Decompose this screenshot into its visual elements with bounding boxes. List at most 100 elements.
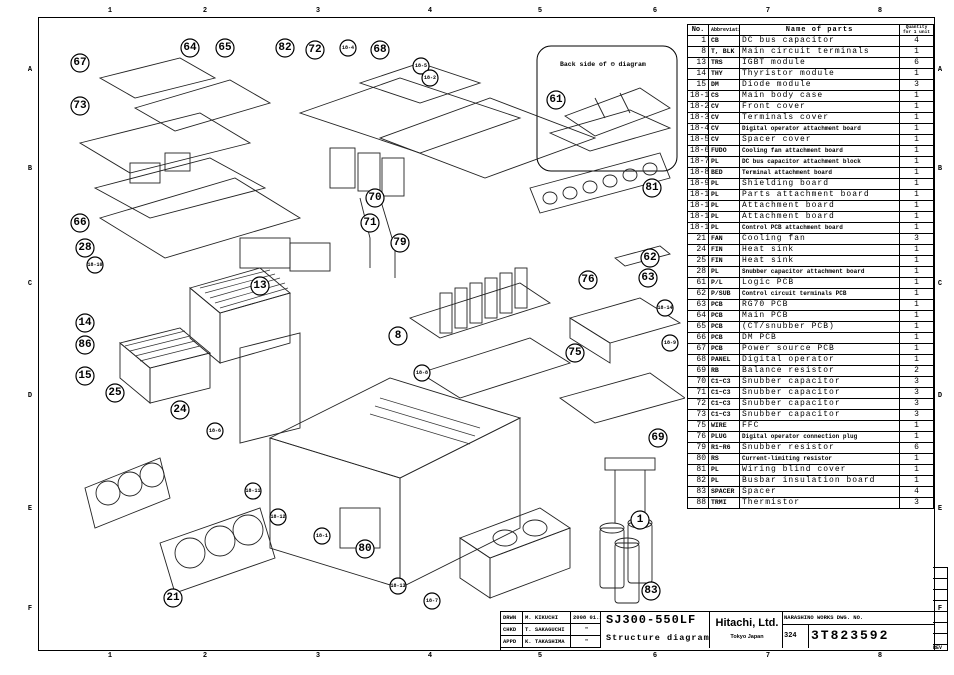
balloon-circle <box>339 39 357 57</box>
part-name: Main PCB <box>739 310 900 322</box>
part-name: Attachment board <box>739 211 900 223</box>
part-abbreviation: DM <box>708 79 740 91</box>
balloon-label: 14 <box>78 317 92 329</box>
balloon-circle <box>578 270 598 290</box>
part-abbreviation: PCB <box>708 343 740 355</box>
part-number: 8 <box>687 46 709 58</box>
balloon-circle <box>75 238 95 258</box>
balloon-circle <box>641 581 661 601</box>
approval-role: DRWN <box>501 612 523 624</box>
igbt-modules <box>408 267 572 399</box>
part-name: Snubber capacitor <box>739 409 900 421</box>
part-quantity: 1 <box>899 156 934 168</box>
part-number: 15 <box>687 79 709 91</box>
frame-tick-top-2: 2 <box>202 7 208 15</box>
balloon-label: 18-5 <box>415 63 427 69</box>
part-name: Snubber capacitor <box>739 387 900 399</box>
part-abbreviation: CV <box>708 123 740 135</box>
part-quantity: 3 <box>899 376 934 388</box>
part-abbreviation: C1~C3 <box>708 387 740 399</box>
balloon-label: 18-1 <box>316 533 328 539</box>
part-abbreviation: PL <box>708 211 740 223</box>
balloon-label: 18-2 <box>424 75 436 81</box>
balloon-circle <box>105 383 125 403</box>
balloon-circle <box>412 57 430 75</box>
part-quantity: 1 <box>899 46 934 58</box>
frame-tick-side-D: D <box>27 392 33 400</box>
part-quantity: 1 <box>899 475 934 487</box>
works-label: NARASHINO WORKS DWG. NO. <box>782 612 934 625</box>
balloon-label: 61 <box>549 94 563 106</box>
inset-box: Back side of ⊖ diagram <box>536 45 678 172</box>
dc-capacitor-block <box>459 507 571 599</box>
balloon-label: 18-8 <box>416 370 428 376</box>
part-number: 14 <box>687 68 709 80</box>
balloon-73: 73 <box>70 96 90 116</box>
part-name: Snubber capacitor <box>739 398 900 410</box>
balloon-65: 65 <box>215 38 235 58</box>
part-abbreviation: C1~C3 <box>708 398 740 410</box>
balloon-18-1: 18-1 <box>313 527 331 545</box>
part-quantity: 1 <box>899 453 934 465</box>
part-name: DC bus capacitor <box>739 35 900 47</box>
frame-tick-top-4: 4 <box>427 7 433 15</box>
approval-role: APPD <box>501 636 523 648</box>
part-abbreviation: C1~C3 <box>708 409 740 421</box>
balloon-circle <box>244 482 262 500</box>
balloon-circle <box>390 233 410 253</box>
approval-role: CHKD <box>501 624 523 636</box>
balloon-18-5: 18-5 <box>412 57 430 75</box>
balloon-label: 80 <box>358 543 371 555</box>
frame-tick-bot-6: 6 <box>652 652 658 660</box>
part-quantity: 1 <box>899 288 934 300</box>
part-quantity: 1 <box>899 167 934 179</box>
part-abbreviation: THY <box>708 68 740 80</box>
balloon-69: 69 <box>648 428 668 448</box>
part-name: Heat sink <box>739 255 900 267</box>
part-abbreviation: FUDO <box>708 145 740 157</box>
pcb-stack <box>78 57 302 259</box>
balloon-circle <box>75 335 95 355</box>
part-quantity: 1 <box>899 200 934 212</box>
part-abbreviation: CV <box>708 112 740 124</box>
frame-tick-top-8: 8 <box>877 7 883 15</box>
balloon-70: 70 <box>365 188 385 208</box>
balloon-circle <box>86 256 104 274</box>
part-abbreviation: TRS <box>708 57 740 69</box>
part-quantity: 1 <box>899 101 934 113</box>
part-number: 18-7 <box>687 156 709 168</box>
part-number: 81 <box>687 464 709 476</box>
part-name: Thyristor module <box>739 68 900 80</box>
part-name: Snubber resistor <box>739 442 900 454</box>
part-number: 65 <box>687 321 709 333</box>
part-abbreviation: CB <box>708 35 740 47</box>
balloon-80: 80 <box>355 539 375 559</box>
part-name: FFC <box>739 420 900 432</box>
balloon-label: 65 <box>218 42 232 54</box>
part-quantity: 3 <box>899 398 934 410</box>
part-quantity: 3 <box>899 497 934 509</box>
exploded-assembly-diagram: Back side of ⊖ diagram <box>70 38 685 610</box>
company-name: Hitachi, Ltd. <box>715 617 779 629</box>
drawing-prefix: 324 <box>782 624 809 648</box>
balloon-76: 76 <box>578 270 598 290</box>
parts-table-header: No. Abbreviation Name of parts Quantity … <box>687 24 934 36</box>
approval-name: M. KIKUCHI <box>523 612 571 624</box>
balloon-21: 21 <box>163 588 183 608</box>
part-number: 67 <box>687 343 709 355</box>
balloon-circle <box>413 364 431 382</box>
balloon-circle <box>388 326 408 346</box>
model-number: SJ300-550LF <box>604 612 710 628</box>
approval-date: ″ <box>571 636 601 648</box>
part-abbreviation: PL <box>708 266 740 278</box>
part-name: Cooling fan <box>739 233 900 245</box>
revision-column: REV <box>933 567 948 651</box>
